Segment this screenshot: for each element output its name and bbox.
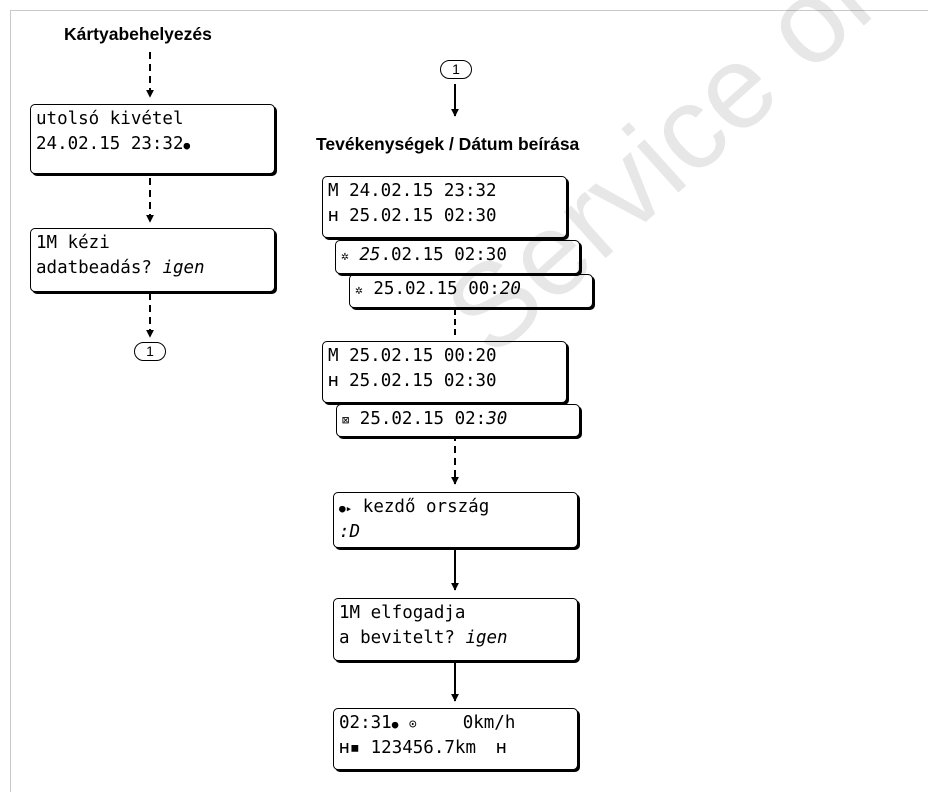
accept-question: a bevitelt?	[339, 628, 466, 648]
heading-card-insertion: Kártyabehelyezés	[64, 24, 212, 44]
display-entry-group1-front: M 24.02.15 23:32 ʜ 25.02.15 02:30	[322, 176, 567, 238]
standard-line2: ʜ▪ 123456.7km ʜ	[339, 736, 572, 761]
card-dot-icon: ●	[391, 718, 399, 731]
rest-card-icon: ʜ▪	[339, 738, 361, 758]
star-icon: ✲	[355, 283, 363, 298]
display-standard: 02:31● ⊙ 0km/h ʜ▪ 123456.7km ʜ	[333, 708, 578, 770]
last-withdrawal-line1: utolsó kivétel	[36, 109, 184, 129]
card-dot-icon: ●	[183, 139, 191, 152]
display-last-withdrawal: utolsó kivétel 24.02.15 23:32●	[30, 104, 275, 174]
star-icon: ✲	[341, 249, 349, 264]
connector-1-top-label: 1	[452, 61, 460, 77]
group2-row-box: ⊠ 25.02.15 02:30	[342, 407, 574, 432]
manual-entry-answer: igen	[162, 258, 205, 278]
group1-row-s2-main: 25.02.15 00:	[373, 279, 500, 299]
standard-odometer: 123456.7km	[370, 738, 476, 758]
group1-row-s1-date: 25	[359, 245, 381, 265]
group2-row-box-main: 25.02.15 02:	[359, 409, 487, 429]
accept-line2: a bevitelt? igen	[339, 626, 572, 651]
group1-row-s2: ✲ 25.02.15 00:20	[355, 277, 587, 302]
start-country-value: :D	[339, 522, 361, 542]
display-entry-group1-back1: ✲ 25.02.15 02:30	[335, 240, 580, 274]
connector-1-top: 1	[440, 60, 472, 79]
accept-answer: igen	[465, 628, 508, 648]
start-location-icon: ●▸	[339, 502, 353, 515]
standard-time: 02:31	[339, 713, 392, 733]
start-country-line1: ●▸ kezdő ország	[339, 495, 572, 520]
last-withdrawal-datetime: 24.02.15 23:32	[36, 134, 184, 154]
group1-row-h: ʜ 25.02.15 02:30	[328, 204, 561, 229]
group1-row-s2-min: 20	[499, 279, 521, 299]
start-country-label: kezdő ország	[362, 497, 490, 517]
display-manual-entry: 1M kézi adatbeadás? igen	[30, 228, 275, 292]
connector-1-left-label: 1	[146, 343, 154, 359]
availability-box-icon: ⊠	[342, 413, 350, 427]
connector-1-left: 1	[134, 342, 166, 361]
bed-icon: ʜ	[328, 371, 339, 391]
group1-row-m: M 24.02.15 23:32	[328, 181, 497, 201]
display-accept-entries: 1M elfogadja a bevitelt? igen	[333, 598, 578, 661]
display-entry-group1-back2: ✲ 25.02.15 00:20	[349, 274, 593, 308]
bed-icon: ʜ	[495, 738, 507, 758]
group2-row-h-value: 25.02.15 02:30	[349, 371, 497, 391]
ferry-train-icon: ⊙	[408, 717, 417, 732]
manual-entry-line2: adatbeadás? igen	[36, 256, 269, 281]
display-entry-group2-back: ⊠ 25.02.15 02:30	[336, 404, 580, 437]
display-start-country: ●▸ kezdő ország :D	[333, 492, 578, 548]
group1-row-s1-rest: .02.15 02:30	[380, 245, 507, 265]
standard-speed: 0km/h	[462, 713, 516, 733]
display-entry-group2-front: M 25.02.15 00:20 ʜ 25.02.15 02:30	[322, 341, 567, 403]
last-withdrawal-line2: 24.02.15 23:32●	[36, 132, 269, 157]
standard-line1: 02:31● ⊙ 0km/h	[339, 711, 572, 736]
group2-row-box-min: 30	[486, 409, 508, 429]
bed-icon: ʜ	[328, 206, 339, 226]
group2-row-m: M 25.02.15 00:20	[328, 346, 497, 366]
heading-activities-date-entry: Tevékenységek / Dátum beírása	[316, 134, 580, 154]
group1-row-h-value: 25.02.15 02:30	[349, 206, 497, 226]
manual-entry-line1: 1M kézi	[36, 233, 110, 253]
manual-entry-question: adatbeadás?	[36, 258, 163, 278]
group1-row-s1: ✲ 25.02.15 02:30	[341, 243, 574, 268]
figure-frame	[10, 10, 928, 792]
accept-line1: 1M elfogadja	[339, 603, 466, 623]
group2-row-h: ʜ 25.02.15 02:30	[328, 369, 561, 394]
